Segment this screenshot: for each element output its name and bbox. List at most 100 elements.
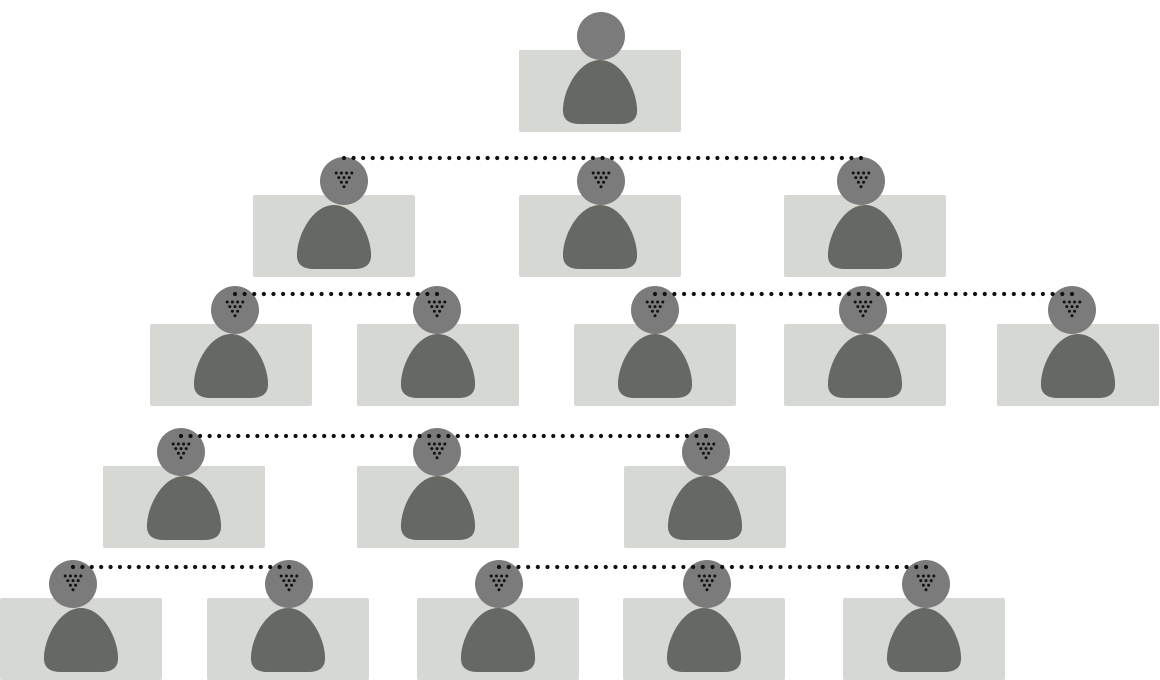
person-head-icon <box>631 286 679 334</box>
connector-dot <box>434 291 440 297</box>
person-head-icon <box>1048 286 1096 334</box>
person-body-icon <box>43 608 119 672</box>
connector-dot <box>564 564 570 570</box>
dot <box>696 442 700 446</box>
connector-dot <box>174 564 179 570</box>
person-body-icon <box>250 608 326 672</box>
connector-dot <box>772 155 777 161</box>
connector-dot <box>681 564 686 570</box>
dot-triangle-icon <box>853 300 873 318</box>
dot <box>1078 300 1082 304</box>
connector-dot <box>849 155 854 161</box>
connector-dot <box>895 291 900 297</box>
person-node <box>417 560 579 680</box>
dot <box>225 300 229 304</box>
connector-dot <box>914 291 919 297</box>
person-body-icon <box>400 334 476 398</box>
connector-dot <box>894 564 899 570</box>
connector-dot <box>399 155 404 161</box>
dotted-connector <box>341 155 864 161</box>
dot-triangle-icon <box>697 574 717 592</box>
connector-dot <box>788 564 793 570</box>
dot <box>648 305 652 309</box>
dot-triangle-icon <box>591 171 611 189</box>
connector-dot <box>690 564 696 570</box>
dot <box>497 588 501 592</box>
connector-dot <box>875 564 880 570</box>
dot <box>230 300 234 304</box>
dot <box>653 305 657 309</box>
dot <box>176 451 180 455</box>
connector-dot <box>485 155 490 161</box>
connector-dot <box>1031 291 1036 297</box>
connector-dot <box>302 433 308 439</box>
connector-dot <box>740 291 745 297</box>
connector-dot <box>535 564 540 570</box>
dot-triangle-icon <box>916 574 936 592</box>
connector-dot <box>398 433 403 439</box>
connector-dot <box>329 291 334 297</box>
connector-dot <box>370 155 375 161</box>
person-head-icon <box>683 560 731 608</box>
connector-dot <box>446 433 451 439</box>
dot <box>653 314 657 318</box>
connector-dot <box>600 155 605 161</box>
connector-dot <box>758 564 764 570</box>
connector-dot <box>350 433 355 439</box>
dot <box>438 309 442 313</box>
dot <box>702 574 706 578</box>
person-head-icon <box>839 286 887 334</box>
connector-dot <box>221 564 226 570</box>
connector-dot <box>642 564 647 570</box>
connector-dot <box>830 155 835 161</box>
connector-dot <box>407 433 413 439</box>
connector-dot <box>623 564 628 570</box>
connector-dot <box>406 291 411 297</box>
connector-dot <box>516 564 521 570</box>
dot <box>290 574 294 578</box>
connector-dot <box>465 433 470 439</box>
dot <box>591 171 595 175</box>
dot <box>66 579 70 583</box>
connector-dot <box>675 433 680 439</box>
connector-dot <box>827 291 832 297</box>
connector-dot <box>341 433 346 439</box>
dotted-connector <box>178 433 709 439</box>
connector-dot <box>408 155 414 161</box>
connector-dot <box>217 433 222 439</box>
dot <box>228 305 232 309</box>
dot <box>1067 300 1071 304</box>
dot <box>430 447 434 451</box>
dot <box>1075 305 1079 309</box>
dot <box>71 588 75 592</box>
dot <box>919 579 923 583</box>
dot <box>924 588 928 592</box>
dot <box>492 579 496 583</box>
person-node <box>103 428 265 548</box>
connector-dot <box>418 155 423 161</box>
dot-triangle-icon <box>427 300 447 318</box>
connector-dot <box>763 155 768 161</box>
dot <box>282 579 286 583</box>
dot <box>858 300 862 304</box>
connector-dot <box>427 433 432 439</box>
dot <box>599 185 603 189</box>
dot <box>607 171 611 175</box>
connector-dot <box>904 564 909 570</box>
person-body-icon <box>827 205 903 269</box>
dot <box>292 579 296 583</box>
connector-dot <box>377 291 382 297</box>
dot <box>924 579 928 583</box>
connector-dot <box>545 564 550 570</box>
connector-dot <box>89 564 94 570</box>
dot <box>179 447 183 451</box>
connector-dot <box>211 564 216 570</box>
connector-dot <box>207 433 212 439</box>
dot <box>435 314 439 318</box>
dot <box>658 305 662 309</box>
person-body-icon <box>400 476 476 540</box>
connector-dot <box>496 564 502 570</box>
connector-dot <box>415 291 420 297</box>
connector-dot <box>856 291 861 297</box>
